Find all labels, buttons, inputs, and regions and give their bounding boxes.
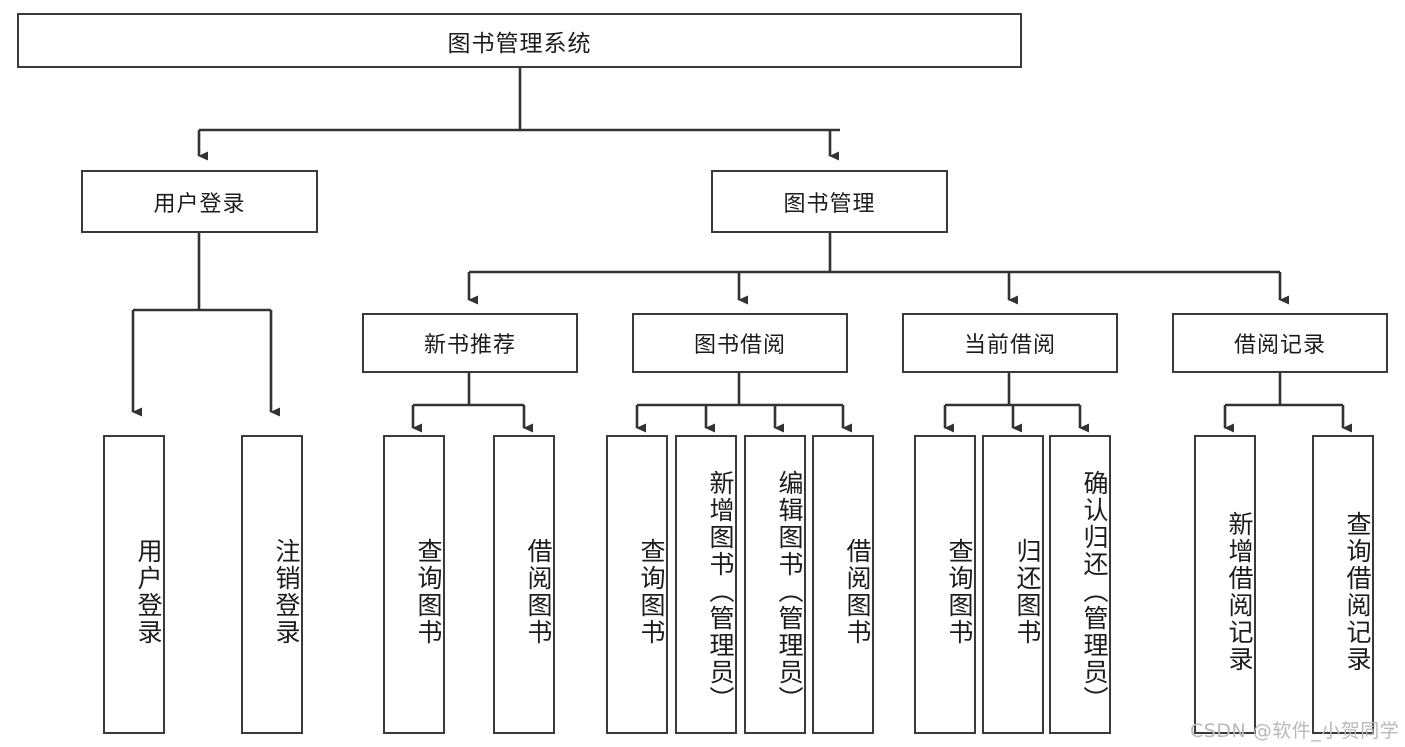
node-leaf-edit-book[interactable]: 编辑图书（管理员） bbox=[744, 435, 806, 734]
node-label: 新增借阅记录 bbox=[1225, 510, 1254, 673]
node-label: 借阅图书 bbox=[524, 537, 553, 646]
node-label: 查询借阅记录 bbox=[1343, 510, 1372, 673]
node-label: 用户登录 bbox=[134, 537, 163, 646]
csdn-watermark: CSDN @软件_小贺同学 bbox=[1190, 720, 1400, 742]
node-label: 归还图书 bbox=[1013, 537, 1042, 646]
node-leaf-add-book[interactable]: 新增图书（管理员） bbox=[675, 435, 737, 734]
node-leaf-add-borrow-record[interactable]: 新增借阅记录 bbox=[1194, 435, 1256, 734]
node-label: 编辑图书（管理员） bbox=[775, 470, 804, 713]
node-label: 确认归还（管理员） bbox=[1080, 470, 1109, 713]
node-leaf-user-login[interactable]: 用户登录 bbox=[103, 435, 165, 734]
node-leaf-confirm-return[interactable]: 确认归还（管理员） bbox=[1049, 435, 1111, 734]
node-label: 注销登录 bbox=[272, 537, 301, 646]
node-label: 新书推荐 bbox=[423, 333, 516, 358]
node-label: 当前借阅 bbox=[963, 333, 1056, 358]
node-label: 图书借阅 bbox=[693, 333, 786, 358]
node-new-book-recommend[interactable]: 新书推荐 bbox=[362, 313, 578, 373]
node-leaf-query-book-3[interactable]: 查询图书 bbox=[914, 435, 976, 734]
node-label: 查询图书 bbox=[945, 537, 974, 646]
node-book-borrow[interactable]: 图书借阅 bbox=[632, 313, 848, 373]
node-borrow-record[interactable]: 借阅记录 bbox=[1172, 313, 1388, 373]
node-leaf-borrow-book-1[interactable]: 借阅图书 bbox=[493, 435, 555, 734]
node-label: 图书管理 bbox=[783, 191, 876, 217]
node-label: 借阅图书 bbox=[843, 537, 872, 646]
node-label: 查询图书 bbox=[637, 537, 666, 646]
node-root-system[interactable]: 图书管理系统 bbox=[17, 13, 1022, 68]
node-label: 借阅记录 bbox=[1233, 333, 1326, 358]
node-leaf-query-book-1[interactable]: 查询图书 bbox=[383, 435, 445, 734]
node-current-borrow[interactable]: 当前借阅 bbox=[902, 313, 1118, 373]
node-label: 图书管理系统 bbox=[447, 30, 592, 57]
node-user-login[interactable]: 用户登录 bbox=[81, 170, 318, 233]
node-leaf-return-book[interactable]: 归还图书 bbox=[982, 435, 1044, 734]
node-leaf-query-book-2[interactable]: 查询图书 bbox=[606, 435, 668, 734]
node-leaf-query-borrow-record[interactable]: 查询借阅记录 bbox=[1312, 435, 1374, 734]
node-book-management[interactable]: 图书管理 bbox=[711, 170, 948, 233]
node-label: 查询图书 bbox=[414, 537, 443, 646]
node-label: 用户登录 bbox=[153, 191, 246, 217]
node-leaf-logout-login[interactable]: 注销登录 bbox=[241, 435, 303, 734]
node-label: 新增图书（管理员） bbox=[706, 470, 735, 713]
node-leaf-borrow-book-2[interactable]: 借阅图书 bbox=[812, 435, 874, 734]
